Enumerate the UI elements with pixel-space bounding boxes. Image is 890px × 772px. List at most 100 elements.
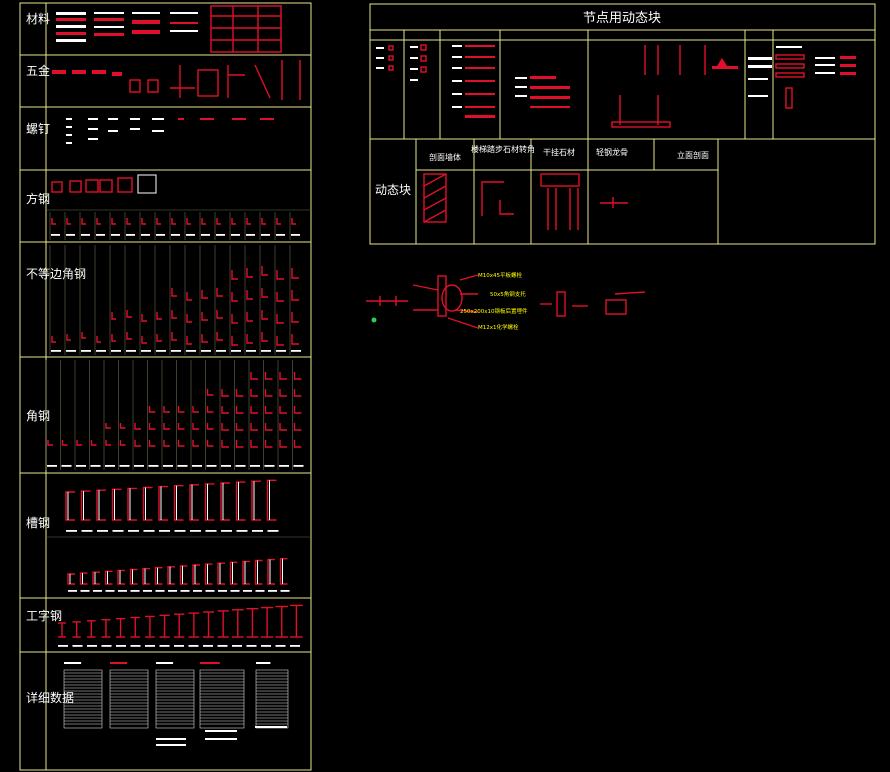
channel-profile: [67, 573, 75, 585]
angle-profile: [119, 440, 126, 446]
angle-profile: [276, 336, 284, 346]
angle-profile: [201, 334, 208, 343]
profile-caption: [216, 350, 226, 352]
profile-caption: [81, 234, 90, 236]
profile-caption: [101, 645, 112, 647]
column-label-elevation-section: 立面剖面: [677, 150, 709, 160]
channel-profile: [104, 570, 113, 585]
dynamic-block-label: 动态块: [375, 183, 411, 197]
angle-profile: [186, 218, 191, 225]
profile-caption: [128, 530, 139, 532]
angle-profile: [201, 312, 208, 321]
channel-profile: [79, 572, 88, 585]
angle-profile: [134, 423, 141, 430]
profile-caption: [156, 234, 165, 236]
table-footnote: [156, 738, 186, 740]
angle-profile: [264, 372, 273, 380]
channel-profile: [80, 490, 91, 521]
profile-caption: [267, 530, 279, 532]
angle-profile: [291, 334, 299, 345]
angle-profile: [111, 218, 116, 225]
section-label-unequal-angle: 不等边角钢: [26, 267, 86, 281]
angle-profile: [293, 372, 302, 380]
angle-profile: [148, 440, 156, 447]
angle-profile: [216, 310, 223, 319]
column-label-dry-hang-stone: 干挂石材: [543, 147, 575, 157]
angle-profile: [177, 440, 185, 447]
profile-caption: [105, 465, 115, 467]
profile-caption: [118, 590, 127, 592]
angle-profile: [250, 372, 258, 380]
profile-caption: [205, 590, 215, 592]
profile-caption: [174, 530, 186, 532]
angle-profile: [206, 389, 214, 396]
section-label-i-beam: 工字钢: [26, 608, 62, 623]
angle-profile: [276, 218, 281, 225]
generated-profiles: [45, 212, 304, 746]
profile-caption: [177, 465, 188, 467]
profile-caption: [188, 645, 199, 647]
profile-caption: [159, 530, 170, 532]
profile-caption: [290, 645, 300, 647]
angle-profile: [119, 423, 126, 429]
angle-profile: [171, 288, 177, 297]
channel-profile: [266, 479, 277, 521]
profile-caption: [232, 645, 242, 647]
angle-profile: [156, 312, 162, 320]
profile-caption: [76, 465, 86, 467]
angle-profile: [291, 268, 299, 279]
angle-profile: [90, 440, 97, 446]
profile-caption: [68, 590, 77, 592]
angle-profile: [186, 314, 192, 323]
angle-profile: [163, 406, 170, 413]
angle-profile: [66, 334, 71, 341]
profile-caption: [148, 465, 159, 467]
data-table: [109, 669, 149, 729]
profile-caption: [236, 530, 248, 532]
column-label-stone-corner: 楼梯踏步石材转角: [471, 144, 535, 154]
profile-caption: [201, 350, 211, 352]
table-heading: [200, 662, 220, 664]
profile-caption: [112, 530, 124, 532]
profile-caption: [66, 530, 77, 532]
angle-profile: [216, 332, 223, 341]
angle-profile: [279, 372, 287, 380]
profile-caption: [126, 350, 136, 352]
channel-profile: [229, 561, 238, 585]
hardware-items: [52, 60, 301, 100]
angle-profile: [291, 312, 299, 323]
channel-profile: [267, 558, 275, 585]
profile-caption: [97, 530, 108, 532]
channel-profile: [111, 488, 122, 521]
profile-caption: [205, 530, 217, 532]
angle-profile: [126, 218, 131, 225]
data-table: [63, 669, 103, 729]
angle-profile: [264, 389, 273, 397]
profile-caption: [264, 465, 275, 467]
channel-profile: [204, 563, 213, 585]
annotation-embedded-plate: 250x200x10钢板后置埋件: [460, 307, 528, 315]
screw-items: [66, 118, 274, 144]
angle-profile: [264, 440, 273, 448]
channel-profile: [127, 487, 137, 521]
channel-profile: [242, 560, 250, 585]
channel-profile: [192, 564, 200, 585]
material-swatches: [56, 5, 282, 53]
angle-profile: [261, 288, 268, 298]
profile-caption: [168, 590, 177, 592]
channel-profile: [158, 485, 168, 521]
profile-caption: [130, 590, 140, 592]
profile-caption: [141, 350, 151, 352]
column-label-light-steel-keel: 轻钢龙骨: [596, 147, 628, 157]
profile-caption: [250, 465, 260, 467]
dynamic-block-drawings: [423, 173, 628, 230]
angle-profile: [61, 440, 68, 446]
angle-profile: [276, 292, 284, 302]
angle-profile: [105, 423, 111, 429]
channel-profile: [142, 567, 150, 585]
angle-profile: [148, 423, 156, 430]
profile-caption: [119, 465, 130, 467]
right-panel-frame: [369, 3, 876, 245]
profile-caption: [116, 645, 126, 647]
table-heading: [110, 662, 128, 664]
